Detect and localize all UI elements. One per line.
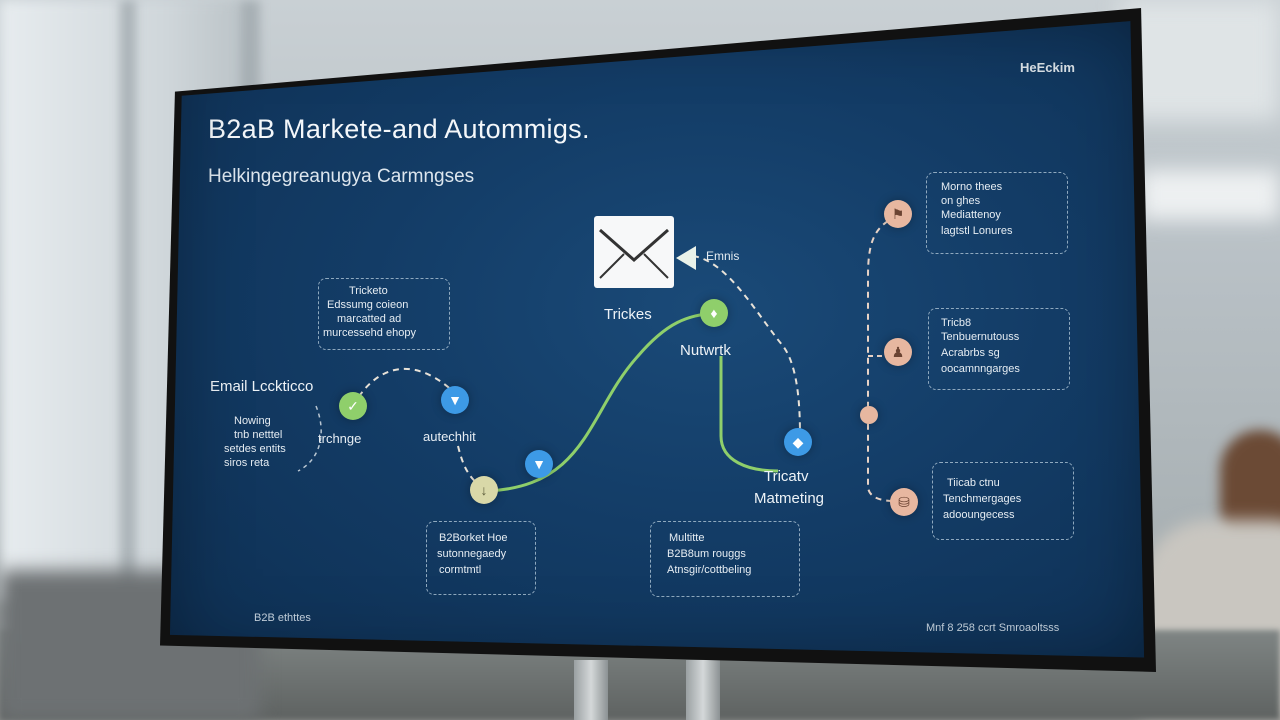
background-light — [1140, 170, 1280, 220]
monitor-stand-left — [574, 660, 608, 720]
download-icon: ▼ — [441, 386, 469, 414]
slide-subtitle: Helkingegreanugya Carmngses — [208, 166, 475, 187]
step-label: autechhit — [423, 429, 476, 444]
dashed-tree-line — [867, 220, 895, 502]
dashed-flow-line — [457, 445, 481, 487]
brand-logo: HeEckim — [1020, 60, 1075, 75]
megaphone-icon: ▼ — [525, 450, 553, 478]
info-box-right-1: Morno thees on ghes Mediattenoy lagtstl … — [926, 172, 1068, 254]
slide: HeEckim B2aB Markete-and Autommigs. Helk… — [170, 21, 1144, 657]
dashed-flow-line — [297, 405, 322, 472]
green-flow-line — [487, 311, 714, 493]
junction-dot — [860, 406, 878, 424]
marketing-subtitle: Matmeting — [754, 490, 825, 507]
lightbulb-icon: ✓ — [339, 392, 367, 420]
lightbulb-icon: ♦ — [700, 299, 728, 327]
megaphone-icon: ⚑ — [884, 200, 912, 228]
info-box-left: Nowing tnb netttel setdes entits siros r… — [224, 415, 286, 469]
info-box-right-3: Tiicab ctnu Tenchmergages adooungecess — [932, 462, 1074, 540]
monitor-stand-right — [686, 660, 720, 720]
step-label: trchnge — [318, 431, 362, 446]
email-label: Email Lcckticco — [210, 378, 314, 395]
green-flow-line-2 — [719, 356, 779, 473]
network-label: Nutwrtk — [680, 342, 731, 359]
target-icon: ♟ — [884, 338, 912, 366]
envelope-icon — [594, 216, 674, 288]
dashed-flow-line — [692, 255, 801, 437]
info-box-bottom-center: Multitte B2B8um rouggs Atnsgir/cottbelin… — [650, 521, 800, 597]
flow-connectors — [297, 220, 895, 502]
monitor-screen: HeEckim B2aB Markete-and Autommigs. Helk… — [169, 21, 1145, 658]
pointer-icon — [676, 246, 696, 270]
footer-left: B2B ethttes — [254, 612, 311, 624]
tricks-label: Trickes — [604, 306, 652, 323]
info-box-top-left: Tricketo Edssumg coieon marcatted ad mur… — [318, 278, 450, 350]
background-window-frame — [120, 0, 136, 600]
footer-right: Mnf 8 258 ccrt Smroaoltsss — [926, 622, 1060, 634]
target-icon: ◆ — [784, 428, 812, 456]
download-icon: ↓ — [470, 476, 498, 504]
envelope-label: Emnis — [706, 249, 740, 263]
background-ceiling — [1120, 0, 1280, 120]
slide-title: B2aB Markete-and Autommigs. — [208, 114, 590, 144]
info-box-bottom-left: B2Borket Hoe sutonnegaedy cormtmtl — [426, 521, 536, 595]
dashed-flow-line — [352, 367, 459, 407]
marketing-title: Tricatv — [764, 468, 809, 485]
info-box-right-2: Tricb8 Tenbuernutouss Acrabrbs sg oocamn… — [928, 308, 1070, 390]
megaphone-icon: ⛁ — [890, 488, 918, 516]
